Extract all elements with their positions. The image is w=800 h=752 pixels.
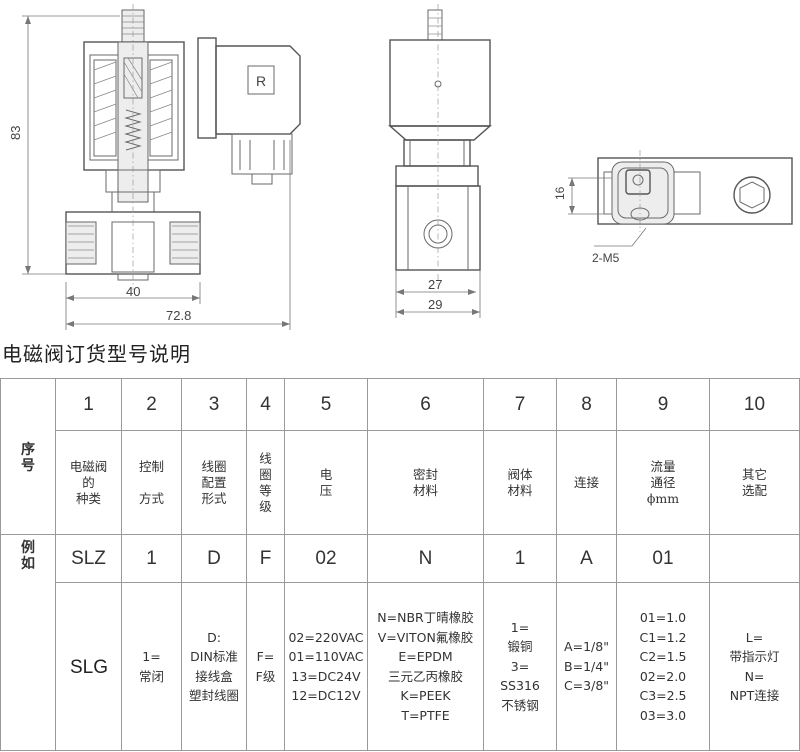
options-row: SLG 1= 常闭 D: DIN标准 接线盒 塑封线圈 F= F级 02=220… xyxy=(1,582,800,751)
option-cell: 02=220VAC 01=110VAC 13=DC24V 12=DC12V xyxy=(284,582,368,751)
col-number: 3 xyxy=(181,378,247,431)
dim-top-16: 16 xyxy=(553,186,567,200)
option-cell: F= F级 xyxy=(246,582,285,751)
example-cell: 01 xyxy=(616,534,710,583)
dim-side-27: 27 xyxy=(428,277,442,292)
option-cell: 1= 锻铜 3= SS316 不锈钢 xyxy=(483,582,557,751)
col-number: 7 xyxy=(483,378,557,431)
example-cell: 02 xyxy=(284,534,368,583)
category-cell: 电磁阀 的 种类 xyxy=(55,430,122,535)
example-cell: D xyxy=(181,534,247,583)
option-cell: SLG xyxy=(55,582,122,751)
option-cell: 1= 常闭 xyxy=(121,582,182,751)
col-number: 6 xyxy=(367,378,484,431)
option-cell: A=1/8" B=1/4" C=3/8" xyxy=(556,582,617,751)
option-cell: N=NBR丁晴橡胶 V=VITON氟橡胶 E=EPDM 三元乙丙橡胶 K=PEE… xyxy=(367,582,484,751)
category-cell: 流量 通径 ϕmm xyxy=(616,430,710,535)
option-cell: 01=1.0 C1=1.2 C2=1.5 02=2.0 C3=2.5 03=3.… xyxy=(616,582,710,751)
top-view: 16 2-M5 xyxy=(553,150,793,265)
category-cell: 控制 方式 xyxy=(121,430,182,535)
dim-height-83: 83 xyxy=(8,126,23,140)
front-section-view: R 83 40 72.8 xyxy=(8,4,301,330)
category-cell: 阀体 材料 xyxy=(483,430,557,535)
example-row: 例 如 SLZ 1 D F 02 N 1 A 01 xyxy=(0,534,800,751)
category-cell: 连接 xyxy=(556,430,617,535)
side-view: 27 29 xyxy=(388,4,492,318)
dim-width-72-8: 72.8 xyxy=(166,308,191,323)
row-header-seq: 序 号 xyxy=(0,378,56,535)
connector-glyph: R xyxy=(256,73,266,89)
col-number: 9 xyxy=(616,378,710,431)
option-cell: L= 带指示灯 N= NPT连接 xyxy=(709,582,800,751)
example-cell xyxy=(709,534,800,583)
example-cell: A xyxy=(556,534,617,583)
dim-width-40: 40 xyxy=(126,284,140,299)
category-cell: 电 压 xyxy=(284,430,368,535)
category-cell: 线圈 配置 形式 xyxy=(181,430,247,535)
order-code-table: 序 号 1 2 3 4 5 6 7 8 9 10 电磁阀 的 种类 控制 方式 … xyxy=(0,378,800,751)
category-cell: 其它 选配 xyxy=(709,430,800,535)
col-number: 1 xyxy=(55,378,122,431)
col-number: 2 xyxy=(121,378,182,431)
example-cell: F xyxy=(246,534,285,583)
category-cell: 密封 材料 xyxy=(367,430,484,535)
number-row: 序 号 1 2 3 4 5 6 7 8 9 10 xyxy=(0,378,800,535)
col-number: 5 xyxy=(284,378,368,431)
col-number: 8 xyxy=(556,378,617,431)
category-row: 电磁阀 的 种类 控制 方式 线圈 配置 形式 线 圈 等 级 电 压 密封 材… xyxy=(1,430,800,535)
category-cell: 线 圈 等 级 xyxy=(246,430,285,535)
dim-top-thread: 2-M5 xyxy=(592,251,620,265)
col-number: 10 xyxy=(709,378,800,431)
dim-side-29: 29 xyxy=(428,297,442,312)
page-title: 电磁阀订货型号说明 xyxy=(2,342,191,366)
example-cell: 1 xyxy=(121,534,182,583)
example-cell: 1 xyxy=(483,534,557,583)
row-header-example: 例 如 xyxy=(0,534,56,751)
option-cell: D: DIN标准 接线盒 塑封线圈 xyxy=(181,582,247,751)
example-cell: SLZ xyxy=(55,534,122,583)
col-number: 4 xyxy=(246,378,285,431)
example-cell: N xyxy=(367,534,484,583)
technical-drawings: R 83 40 72.8 xyxy=(8,4,793,330)
